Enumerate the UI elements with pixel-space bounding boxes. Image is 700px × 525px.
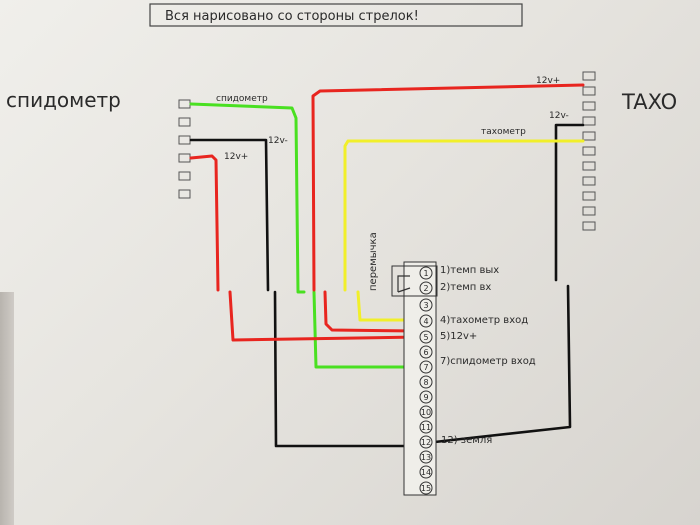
connector-pins (419, 266, 433, 495)
speedometer-pin (178, 135, 191, 145)
tacho-power-label: 12v+ (536, 76, 560, 86)
speedometer-pin (178, 171, 191, 181)
pin-label-12: 12) земля (441, 435, 492, 446)
connector-pin (419, 360, 433, 374)
tacho-ground-wire (424, 123, 585, 445)
tacho-pin (582, 131, 596, 141)
speedometer-pin (178, 153, 191, 163)
connector-pin (419, 465, 433, 479)
tacho-power-wire (311, 83, 585, 333)
speedometer-title: спидометр (6, 88, 121, 112)
connector-pin (419, 450, 433, 464)
speedometer-pin (178, 189, 191, 199)
pin-number: 15 (421, 484, 431, 493)
pin-label-1: 1)темп вых (440, 265, 499, 276)
speedometer-pin (178, 117, 191, 127)
pin-number: 8 (423, 378, 428, 387)
speedometer-pins (178, 99, 191, 199)
tacho-pin (582, 86, 596, 96)
pin-number: 13 (421, 453, 431, 462)
jumper-label: перемычка (368, 232, 379, 291)
pin-number: 4 (423, 317, 428, 326)
header-note-box (149, 3, 523, 27)
speedo-signal-label: спидометр (216, 94, 268, 104)
pin-number: 10 (421, 408, 431, 417)
tacho-pins (582, 71, 596, 231)
pin-label-5: 5)12v+ (440, 331, 477, 342)
page-edge-shadow (0, 292, 14, 525)
pin-label-2: 2)темп вх (440, 282, 491, 293)
speedo-signal-wire (189, 102, 406, 369)
pin-number: 11 (421, 423, 431, 432)
connector-pin (419, 345, 433, 359)
tacho-title: TAXO (621, 90, 677, 114)
connector-pin (419, 420, 433, 434)
pin-label-4: 4)тахометр вход (440, 315, 528, 326)
tacho-pin (582, 116, 596, 126)
connector-pin (419, 281, 433, 295)
connector-pin (419, 266, 433, 280)
pin-number: 14 (421, 468, 431, 477)
jumper-loop (397, 275, 410, 292)
pin-number: 2 (423, 284, 428, 293)
pin-number: 6 (423, 348, 428, 357)
pin-number: 1 (423, 269, 428, 278)
connector-pin (419, 298, 433, 312)
tacho-pin (582, 146, 596, 156)
jumper-loop-2 (397, 287, 411, 293)
tacho-pin (582, 101, 596, 111)
speedometer-pin (178, 99, 191, 109)
speedo-power-label: 12v+ (224, 152, 248, 162)
header-note: Вся нарисовано со стороны стрелок! (165, 9, 419, 24)
speedo-ground-wire (189, 138, 428, 448)
connector-pin (419, 405, 433, 419)
connector-pin (419, 375, 433, 389)
tacho-pin (582, 161, 596, 171)
tacho-pin (582, 221, 596, 231)
tacho-ground-label: 12v- (549, 111, 569, 121)
pin-number: 3 (423, 301, 428, 310)
connector-pin (419, 481, 433, 495)
speedo-power-wire (189, 154, 420, 342)
pin-label-7: 7)спидометр вход (440, 356, 536, 367)
tacho-signal-label: тахометр (481, 127, 526, 137)
tacho-pin (582, 176, 596, 186)
tacho-pin (582, 206, 596, 216)
connector-pin (419, 330, 433, 344)
speedo-ground-label: 12v- (268, 136, 288, 146)
pin-number: 7 (423, 363, 428, 372)
connector-pin (419, 390, 433, 404)
connector-pin (419, 435, 433, 449)
connector-pin-numbers: 1 2 3 4 5 6 7 8 9 10 11 12 13 14 15 (421, 269, 431, 493)
jumper-box (391, 265, 438, 297)
pin-number: 12 (421, 438, 431, 447)
connector-pin (419, 314, 433, 328)
pin-number: 9 (423, 393, 428, 402)
tacho-signal-wire (343, 139, 585, 322)
connector-pin-labels: 1)темп вых 2)темп вх 4)тахометр вход 5)1… (440, 265, 536, 446)
tacho-pin (582, 191, 596, 201)
pin-number: 5 (423, 333, 428, 342)
tacho-pin (582, 71, 596, 81)
